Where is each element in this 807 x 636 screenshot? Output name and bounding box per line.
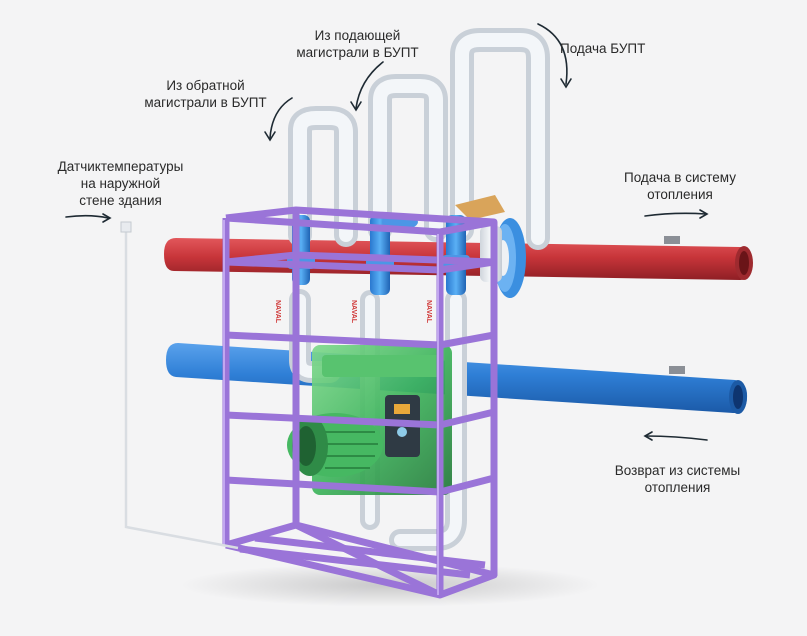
naval-logo-left: NAVAL xyxy=(274,300,281,324)
flange xyxy=(480,218,526,298)
arrow-supply-main xyxy=(355,61,384,109)
label-heating-supply: Подача в систему отопления xyxy=(624,170,736,202)
frame-highlights xyxy=(223,220,439,595)
sensor-wire xyxy=(124,228,239,550)
support-frame xyxy=(222,206,498,599)
arrow-bupt-supply xyxy=(537,23,568,85)
label-return-main: Из обратной магистрали в БУПТ xyxy=(144,78,267,110)
naval-logo-right: NAVAL xyxy=(425,300,432,324)
label-supply-main: Из подающей магистрали в БУПТ xyxy=(296,28,419,60)
arrow-return-main xyxy=(269,97,293,139)
flow-arrows xyxy=(65,23,709,441)
arrow-heat-supply xyxy=(644,212,707,217)
label-temperature-sensor: Датчиктемпературы на наружной стене здан… xyxy=(57,159,184,208)
label-bupt-supply: Подача БУПТ xyxy=(560,41,646,56)
label-heating-return: Возврат из системы отопления xyxy=(614,463,741,495)
sensor-box xyxy=(120,221,132,233)
naval-logo-mid: NAVAL xyxy=(350,300,357,324)
arrow-heat-return xyxy=(645,435,708,441)
arrow-sensor xyxy=(65,214,109,219)
